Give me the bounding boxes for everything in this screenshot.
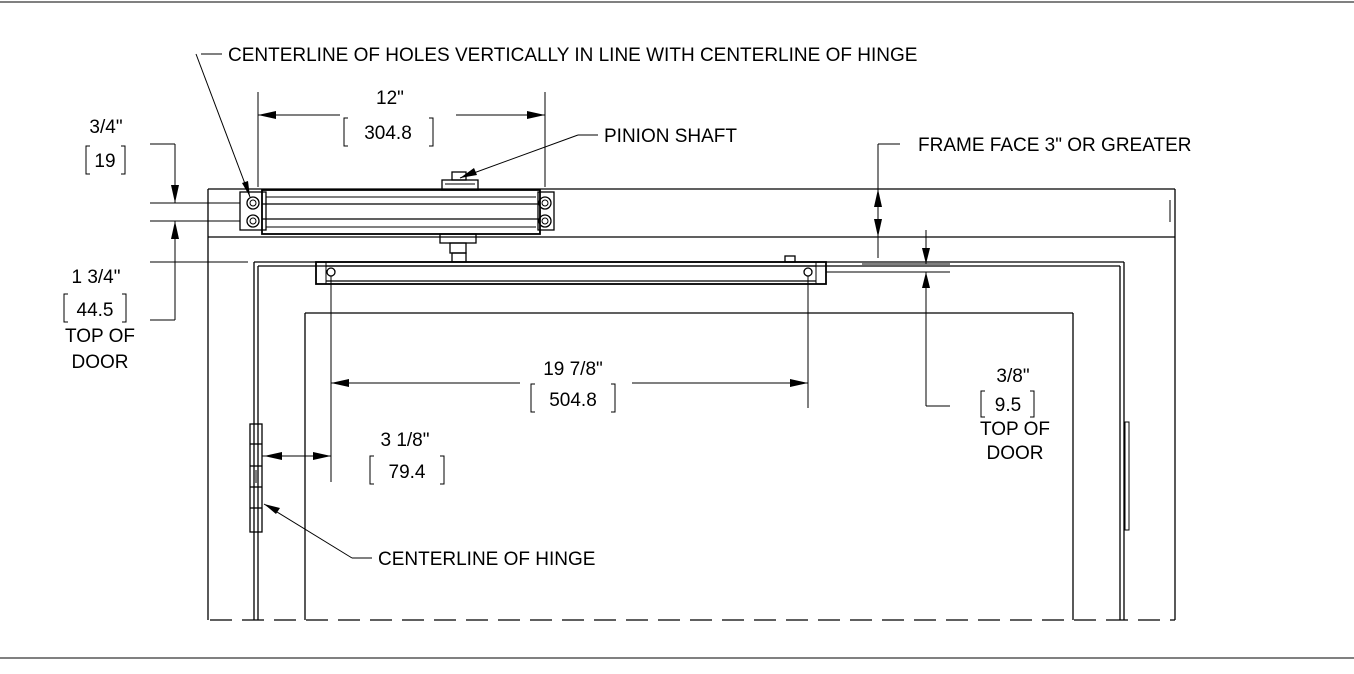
note-hinge-centerline: CENTERLINE OF HINGE	[378, 549, 595, 570]
dim-arm-hole-spacing-imperial: 19 7/8"	[543, 359, 603, 380]
closer-mounting-screws	[246, 196, 552, 228]
dim-closer-to-door-top-note-2: DOOR	[72, 352, 129, 373]
dim-arm-hole-spacing	[330, 276, 809, 482]
door-frame	[207, 188, 1176, 620]
dim-hinge-to-arm-hole-metric-brackets	[369, 455, 445, 485]
door-panel	[304, 312, 1074, 620]
dim-closer-length	[257, 92, 546, 187]
leader-holes-centerline	[195, 53, 251, 198]
dim-hole-offset-top	[150, 143, 240, 321]
dim-arm-to-door-top	[922, 230, 950, 407]
dim-frame-face	[826, 143, 950, 273]
dim-arm-to-door-top-imperial: 3/8"	[996, 366, 1029, 387]
note-frame-face: FRAME FACE 3" OR GREATER	[918, 135, 1192, 156]
leader-pinion-shaft	[459, 134, 598, 179]
note-pinion-shaft: PINION SHAFT	[604, 126, 737, 147]
closer-arm	[315, 255, 827, 285]
dim-closer-length-metric: 304.8	[364, 123, 412, 144]
dim-closer-to-door-top-metric-brackets	[63, 293, 127, 323]
dim-arm-to-door-top-note-1: TOP OF	[980, 419, 1050, 440]
leader-hinge-centerline	[263, 503, 372, 559]
dim-closer-length-metric-brackets	[343, 117, 434, 147]
note-holes-centerline: CENTERLINE OF HOLES VERTICALLY IN LINE W…	[228, 45, 917, 66]
dim-closer-to-door-top-metric: 44.5	[77, 300, 114, 321]
dim-hole-offset-top-imperial: 3/4"	[89, 117, 122, 138]
pinion-shaft	[439, 171, 479, 263]
dim-hole-offset-top-metric: 19	[94, 151, 115, 172]
closer-body	[239, 189, 555, 235]
dim-hole-offset-top-metric-brackets	[85, 145, 126, 175]
dim-arm-hole-spacing-metric-brackets	[530, 383, 616, 413]
dim-hinge-to-arm-hole-metric: 79.4	[389, 462, 426, 483]
dim-arm-to-door-top-metric: 9.5	[995, 395, 1021, 416]
dim-hinge-to-arm-hole	[262, 452, 331, 460]
dim-arm-to-door-top-metric-brackets	[980, 390, 1035, 418]
hinge	[249, 423, 263, 533]
dim-closer-to-door-top-note-1: TOP OF	[65, 326, 135, 347]
dim-hinge-to-arm-hole-imperial: 3 1/8"	[380, 430, 429, 451]
dim-closer-length-imperial: 12"	[376, 88, 404, 109]
dim-closer-to-door-top-imperial: 1 3/4"	[71, 267, 120, 288]
dim-arm-hole-spacing-metric: 504.8	[549, 390, 597, 411]
dim-arm-to-door-top-note-2: DOOR	[987, 443, 1044, 464]
